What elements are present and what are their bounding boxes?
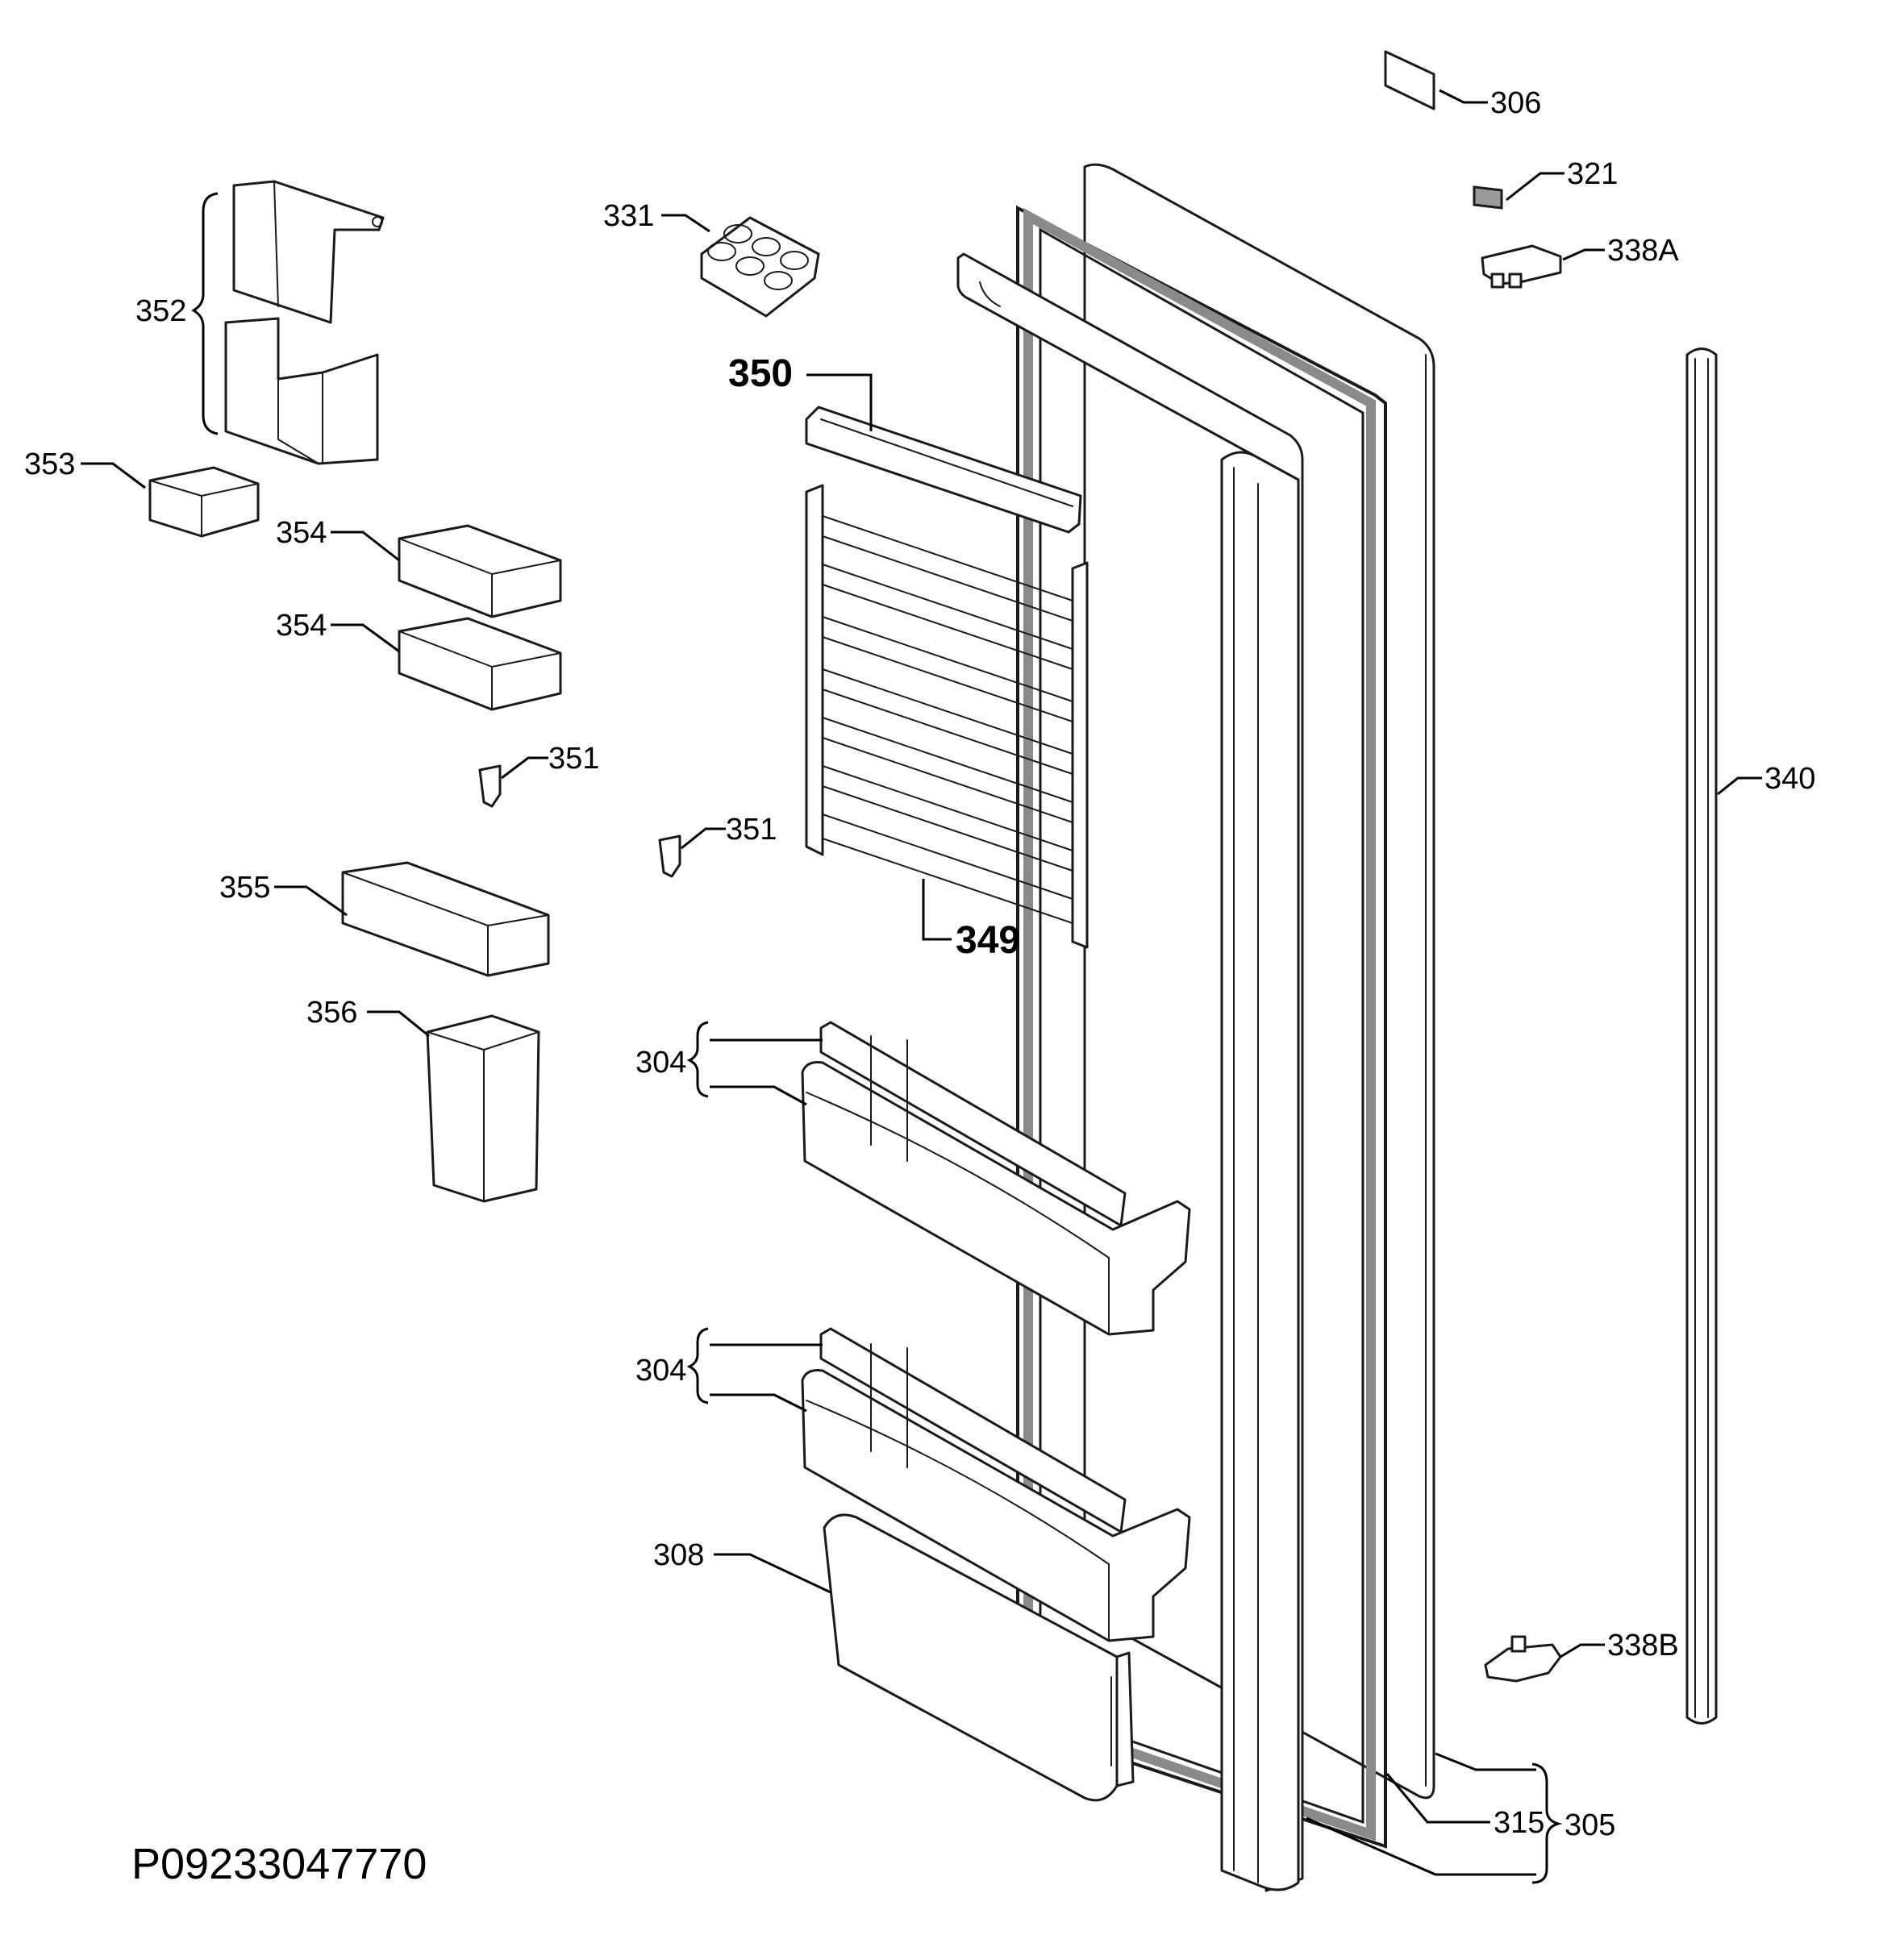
callout-304a: 304 — [635, 1046, 686, 1080]
part-308-drawer-front — [823, 1513, 1135, 1802]
part-355-bin — [341, 861, 550, 977]
part-356-tall-bin — [426, 1014, 540, 1203]
brace-352 — [191, 192, 219, 435]
callout-304b: 304 — [635, 1354, 686, 1388]
leader-354a — [331, 531, 400, 562]
part-354-bin-a — [398, 524, 562, 618]
brace-305 — [1531, 1762, 1563, 1884]
brace-304a — [686, 1021, 709, 1098]
leader-308 — [714, 1553, 831, 1594]
door-inner-liner — [956, 252, 1304, 1892]
leader-315 — [1385, 1773, 1490, 1824]
leader-338a — [1562, 248, 1605, 261]
leader-304b-bottom — [710, 1393, 807, 1413]
leader-350 — [806, 373, 873, 431]
callout-351a: 351 — [548, 742, 599, 776]
callout-340: 340 — [1764, 762, 1815, 796]
part-351-clip-b — [658, 834, 681, 878]
part-304-lower-shelf-bin — [801, 1343, 1191, 1642]
leader-338b — [1560, 1643, 1605, 1658]
leader-355 — [274, 885, 348, 917]
part-354-bin-b — [398, 617, 562, 711]
leader-331 — [661, 214, 710, 233]
callout-308: 308 — [653, 1538, 704, 1572]
part-338b-hinge — [1484, 1635, 1562, 1683]
leader-353 — [81, 462, 146, 489]
part-349-shelf-frame — [805, 484, 1089, 949]
callout-338b: 338B — [1607, 1629, 1679, 1662]
callout-353: 353 — [24, 447, 75, 481]
leader-321 — [1506, 172, 1564, 202]
callout-355: 355 — [219, 871, 270, 905]
leader-340 — [1717, 776, 1762, 796]
callout-354a: 354 — [276, 516, 327, 550]
reference-code: P09233047770 — [131, 1840, 427, 1888]
leader-306 — [1439, 89, 1488, 104]
part-352-box — [224, 317, 379, 465]
part-304-upper-shelf-rail — [819, 1021, 1127, 1227]
leader-349 — [922, 879, 952, 941]
brace-304b — [686, 1327, 709, 1404]
callout-315: 315 — [1494, 1806, 1544, 1840]
part-340-rod — [1685, 347, 1718, 1725]
leader-305-bottom — [1306, 1816, 1536, 1876]
callout-352: 352 — [135, 294, 186, 328]
part-350-shelf-cover — [805, 406, 1082, 534]
part-304-upper-shelf-bin — [801, 1035, 1191, 1336]
leader-351b — [681, 827, 726, 850]
callout-331: 331 — [603, 199, 654, 233]
callout-349: 349 — [956, 919, 1020, 962]
callout-305: 305 — [1564, 1808, 1615, 1842]
part-351-clip-a — [478, 764, 502, 808]
leader-354b — [331, 623, 400, 653]
part-321-cap — [1473, 185, 1503, 210]
part-306-plate — [1384, 50, 1435, 110]
callout-354b: 354 — [276, 609, 327, 643]
callout-351b: 351 — [726, 813, 777, 847]
part-304-lower-shelf-rail — [819, 1327, 1127, 1533]
callout-306: 306 — [1490, 86, 1541, 120]
leader-356 — [367, 1010, 430, 1038]
part-331-egg-tray — [700, 216, 820, 318]
callout-350: 350 — [728, 352, 793, 395]
leader-305-top — [1435, 1752, 1536, 1771]
callout-338a: 338A — [1607, 234, 1679, 268]
callout-321: 321 — [1567, 157, 1618, 191]
part-352-lid — [232, 180, 385, 324]
leader-304a-bottom — [710, 1085, 807, 1106]
leader-351a — [501, 756, 548, 780]
part-338a-hinge — [1481, 244, 1562, 289]
part-353-bin — [148, 466, 260, 538]
callout-356: 356 — [306, 996, 357, 1030]
